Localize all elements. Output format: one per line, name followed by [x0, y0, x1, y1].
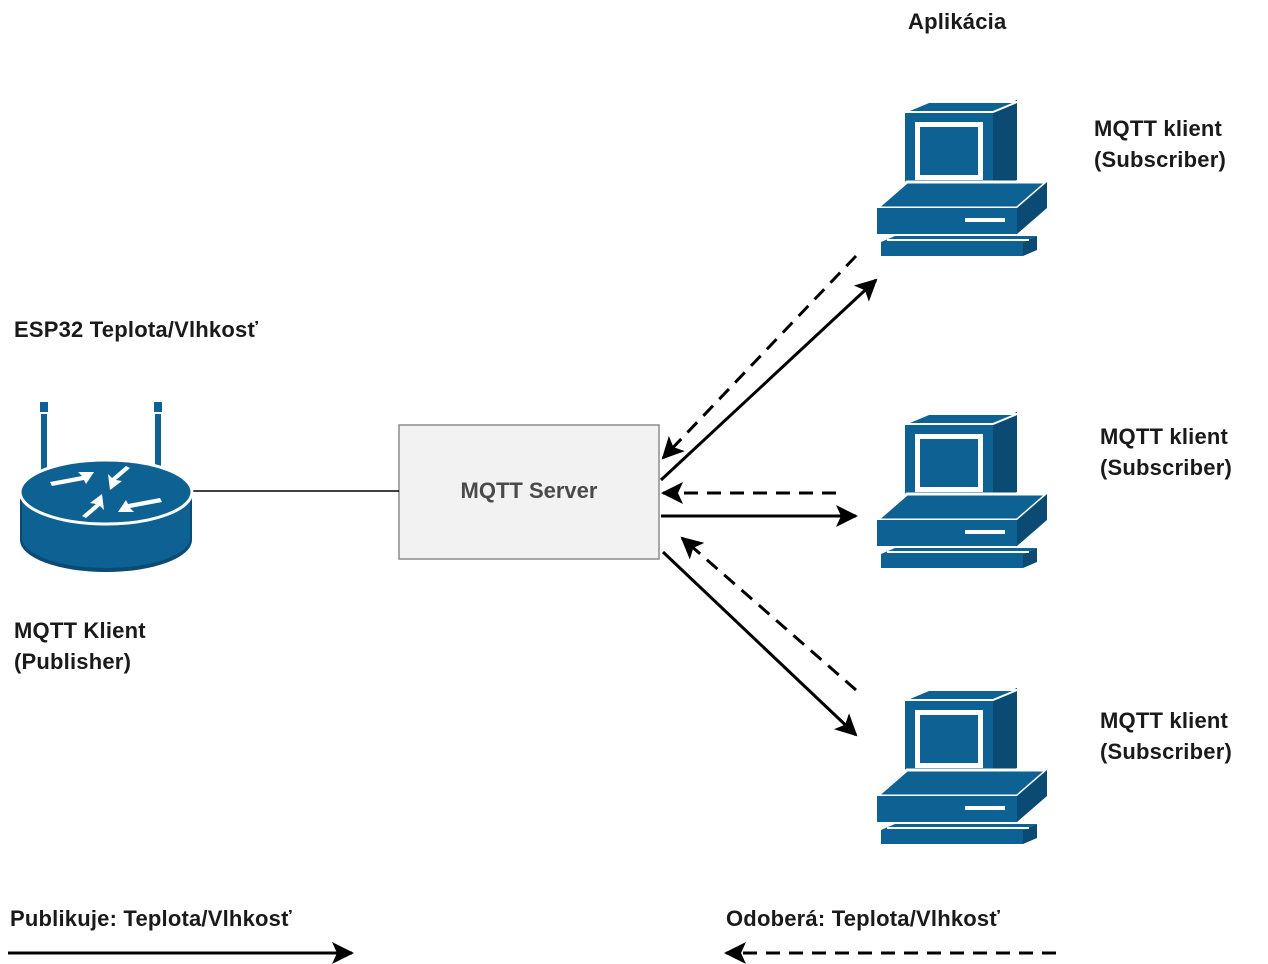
publisher-client-label: MQTT Klient (Publisher): [14, 615, 146, 677]
legend-subscribe-label: Odoberá: Teplota/Vlhkosť: [726, 906, 1001, 931]
publisher-device-label: ESP32 Teplota/Vlhkosť: [14, 317, 259, 342]
publisher-client-line2: (Publisher): [14, 649, 132, 674]
mqtt-server-label: MQTT Server: [461, 478, 598, 503]
app-label: Aplikácia: [908, 9, 1007, 34]
publisher-client-line1: MQTT Klient: [14, 618, 146, 643]
computer-icon: [876, 412, 1048, 570]
subscriber-1-line1: MQTT klient: [1094, 116, 1223, 141]
publish-arrow-top: [659, 278, 878, 482]
router-icon: [18, 402, 194, 574]
mqtt-server-box: [398, 424, 660, 560]
subscriber-3-line2: (Subscriber): [1100, 739, 1232, 764]
subscriber-label-1: MQTT klient (Subscriber): [1094, 113, 1226, 175]
legend-publish-label: Publikuje: Teplota/Vlhkosť: [10, 906, 292, 931]
subscriber-label-3: MQTT klient (Subscriber): [1100, 705, 1232, 767]
publish-arrow-bottom: [661, 550, 858, 737]
subscriber-3-line1: MQTT klient: [1100, 708, 1229, 733]
subscriber-1-line2: (Subscriber): [1094, 147, 1226, 172]
computer-icon: [876, 100, 1048, 258]
subscribe-arrow-top: [661, 254, 858, 460]
subscriber-2-line2: (Subscriber): [1100, 455, 1232, 480]
subscribe-arrow-bottom: [680, 536, 857, 692]
computer-icon: [876, 688, 1048, 846]
subscriber-2-line1: MQTT klient: [1100, 424, 1229, 449]
subscriber-label-2: MQTT klient (Subscriber): [1100, 421, 1232, 483]
